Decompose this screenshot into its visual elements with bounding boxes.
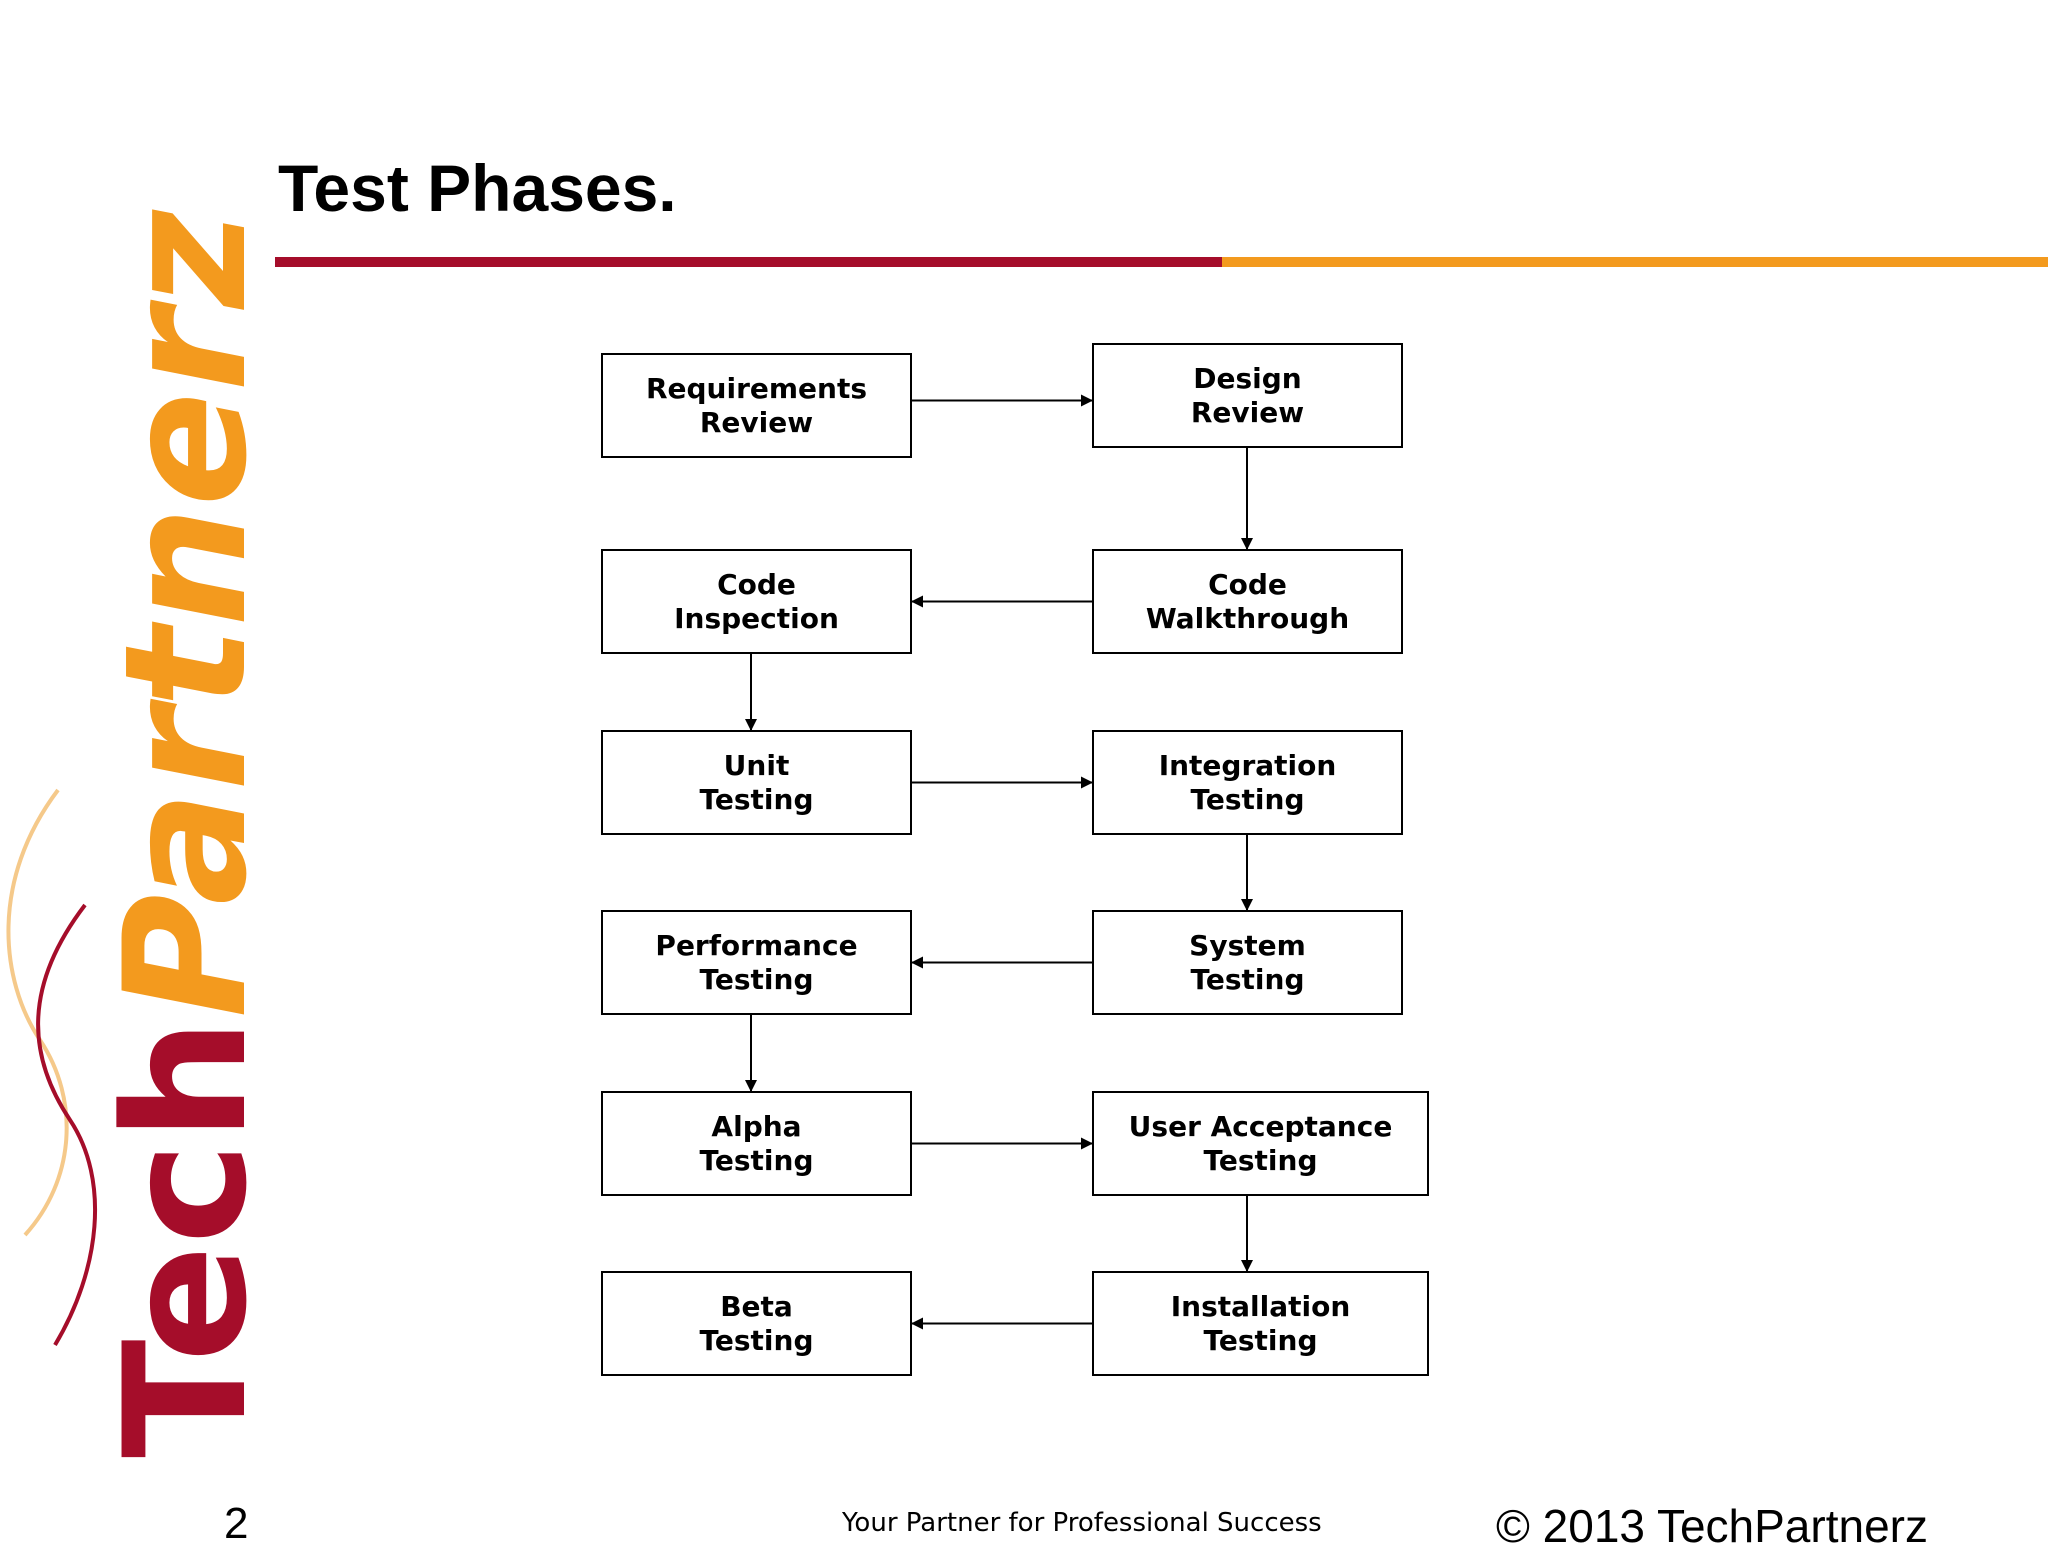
node-requirements-review: Requirements Review: [601, 353, 912, 458]
node-code-inspection: Code Inspection: [601, 549, 912, 654]
node-installation-testing: Installation Testing: [1092, 1271, 1429, 1376]
node-label: System Testing: [1189, 928, 1306, 996]
footer-copyright: © 2013 TechPartnerz: [1496, 1500, 1928, 1552]
node-label: User Acceptance Testing: [1128, 1109, 1393, 1177]
logo-panel: [0, 165, 252, 1505]
node-label: Design Review: [1190, 361, 1305, 429]
footer-tagline: Your Partner for Professional Success: [842, 1508, 1322, 1538]
node-integration-testing: Integration Testing: [1092, 730, 1403, 835]
logo-text-tech: Tech: [88, 1018, 260, 1458]
node-label: Code Walkthrough: [1145, 567, 1350, 635]
page-number: 2: [224, 1499, 249, 1548]
node-beta-testing: Beta Testing: [601, 1271, 912, 1376]
node-code-walkthrough: Code Walkthrough: [1092, 549, 1403, 654]
node-design-review: Design Review: [1092, 343, 1403, 448]
node-performance-testing: Performance Testing: [601, 910, 912, 1015]
node-label: Unit Testing: [699, 748, 814, 816]
node-label: Integration Testing: [1158, 748, 1337, 816]
title-rule-red: [275, 257, 1222, 267]
node-user-acceptance-testing: User Acceptance Testing: [1092, 1091, 1429, 1196]
node-label: Requirements Review: [645, 371, 868, 439]
techpartnerz-logo: Tech Partnerz: [6, 209, 260, 1458]
logo-text-partnerz: Partnerz: [88, 209, 260, 1018]
logo-swoosh-dark: [36, 903, 98, 1347]
node-label: Installation Testing: [1170, 1289, 1351, 1357]
slide-title: Test Phases.: [278, 151, 677, 225]
title-rule-orange: [1222, 257, 2048, 267]
node-alpha-testing: Alpha Testing: [601, 1091, 912, 1196]
node-label: Code Inspection: [674, 567, 839, 635]
node-label: Alpha Testing: [699, 1109, 814, 1177]
node-unit-testing: Unit Testing: [601, 730, 912, 835]
node-label: Performance Testing: [655, 928, 858, 996]
node-system-testing: System Testing: [1092, 910, 1403, 1015]
node-label: Beta Testing: [699, 1289, 814, 1357]
